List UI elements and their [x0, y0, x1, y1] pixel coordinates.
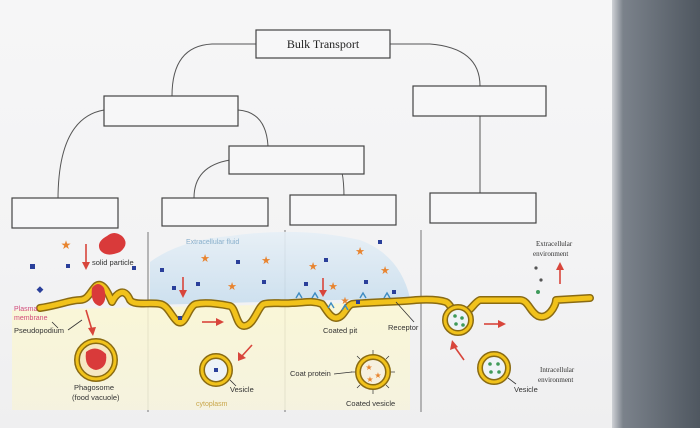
label-vesicle-right: Vesicle: [514, 385, 538, 394]
label-coat-protein: Coat protein: [290, 369, 331, 378]
label-cytoplasm: cytoplasm: [196, 401, 228, 408]
answer-box-level3-3[interactable]: [289, 194, 397, 226]
receptor-mediated-panel: ★ ★ ★ ★ ★ Coated pit Receptor: [290, 240, 419, 408]
label-intracellular-env-2: environment: [538, 376, 573, 384]
label-phagosome: Phagosome: [74, 383, 114, 392]
label-intracellular-env-1: Intracellular: [540, 366, 575, 374]
solid-particle: [98, 233, 126, 255]
label-solid-particle: solid particle: [92, 258, 134, 267]
answer-box-level3-4[interactable]: [429, 192, 537, 224]
pinocytosis-panel: Extracellular fluid ★ ★ ★ Vesicle cytopl…: [160, 239, 271, 408]
engulfed-particle: [91, 284, 106, 306]
title-box: [255, 29, 391, 59]
connector-middle-left: [193, 159, 231, 199]
svg-text:★: ★: [365, 363, 372, 372]
answer-box-level1-left[interactable]: [103, 95, 239, 127]
svg-text:★: ★: [61, 238, 72, 252]
svg-text:★: ★: [308, 261, 318, 273]
exocytosis-panel: Extracellular environment Vesicle Intrac…: [442, 240, 575, 394]
svg-text:★: ★: [355, 246, 365, 258]
label-plasma-membrane-2: membrane: [14, 315, 48, 322]
receptors: [295, 291, 391, 311]
answer-box-level2-middle[interactable]: [228, 145, 365, 175]
svg-text:★: ★: [227, 281, 237, 293]
label-extracellular-env-1: Extracellular: [536, 240, 573, 248]
svg-text:★: ★: [374, 371, 381, 380]
answer-box-level1-right[interactable]: [412, 85, 547, 117]
connector-title-right: [390, 43, 481, 87]
svg-text:★: ★: [200, 253, 210, 265]
label-vesicle-left: Vesicle: [230, 385, 254, 394]
label-coated-pit: Coated pit: [323, 326, 358, 335]
label-plasma-membrane-1: Plasma: [14, 306, 37, 313]
extracellular-fluid-region: [150, 231, 410, 305]
label-coated-vesicle: Coated vesicle: [346, 399, 395, 408]
svg-text:★: ★: [341, 296, 350, 307]
phagocytosis-panel: ★ ◆ solid particle Plasma membrane Pseud…: [14, 233, 136, 402]
svg-text:★: ★: [328, 281, 338, 293]
svg-text:★: ★: [380, 265, 390, 277]
connector-title-left: [171, 43, 256, 97]
svg-text:★: ★: [261, 255, 271, 267]
svg-text:◆: ◆: [37, 284, 44, 294]
connector-left-outer: [57, 109, 105, 201]
concept-map-boxes: [11, 29, 547, 229]
label-extracellular-fluid: Extracellular fluid: [186, 239, 239, 246]
svg-text:★: ★: [366, 375, 373, 384]
phagosome-particle: [85, 348, 107, 370]
answer-box-level3-1[interactable]: [11, 197, 119, 229]
arrow-to-phagosome: [85, 309, 93, 331]
label-food-vacuole: (food vacuole): [72, 393, 120, 402]
title-text: Bulk Transport: [287, 37, 360, 51]
answer-box-level3-2[interactable]: [161, 197, 269, 227]
label-receptor: Receptor: [388, 323, 419, 332]
label-extracellular-env-2: environment: [533, 250, 568, 258]
label-pseudopodium: Pseudopodium: [14, 326, 64, 335]
connector-left-middle: [237, 109, 269, 147]
